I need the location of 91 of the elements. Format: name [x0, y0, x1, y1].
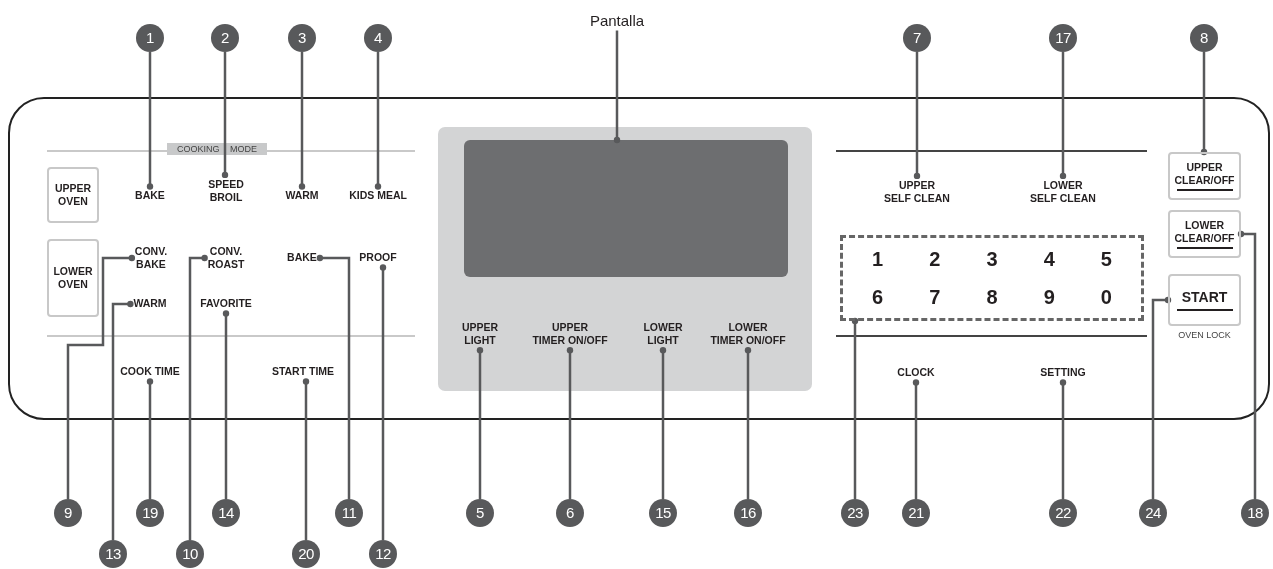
callout-number: 23	[841, 499, 869, 527]
callout-number: 9	[54, 499, 82, 527]
keypad-digit: 8	[986, 285, 998, 309]
display-screen	[464, 140, 788, 277]
key-label: LOWER LIGHT	[640, 317, 686, 351]
display-panel	[438, 127, 812, 391]
leader-line	[912, 379, 920, 499]
leader-line	[851, 317, 859, 499]
leader-line	[613, 30, 621, 144]
key-label: BAKE	[132, 186, 168, 206]
keypad-digit: 0	[1100, 285, 1112, 309]
leader-line	[298, 52, 306, 190]
callout-number: 12	[369, 540, 397, 568]
callout-number: 1	[136, 24, 164, 52]
leader-line	[1151, 296, 1172, 499]
leader-line	[1200, 52, 1208, 156]
callout-number: 22	[1049, 499, 1077, 527]
key-button: START	[1168, 274, 1241, 326]
key-label: FAVORITE	[197, 294, 255, 314]
key-label: WARM	[282, 186, 322, 206]
section-label: COOKING MODE	[167, 143, 267, 155]
leader-line	[302, 378, 310, 540]
key-label: UPPER SELF CLEAN	[881, 175, 953, 209]
key-label: LOWER TIMER ON/OFF	[707, 317, 789, 351]
key-label: SETTING	[1037, 363, 1089, 383]
key-label: PROOF	[356, 248, 400, 268]
callout-number: 24	[1139, 499, 1167, 527]
keypad-digit: 2	[929, 247, 941, 271]
keypad-digit: 9	[1043, 285, 1055, 309]
leader-line	[146, 52, 154, 190]
leader-line	[379, 264, 387, 540]
leader-line	[316, 254, 351, 499]
callout-number: 8	[1190, 24, 1218, 52]
callout-number: 17	[1049, 24, 1077, 52]
callout-number: 21	[902, 499, 930, 527]
keypad-digit: 5	[1100, 247, 1112, 271]
callout-number: 4	[364, 24, 392, 52]
leader-line	[659, 346, 667, 499]
callout-number: 5	[466, 499, 494, 527]
keypad-digit: 1	[872, 247, 884, 271]
callout-number: 7	[903, 24, 931, 52]
key-label: KIDS MEAL	[346, 186, 410, 206]
leader-line	[111, 300, 134, 540]
leader-line	[66, 254, 136, 499]
leader-line	[1059, 379, 1067, 499]
control-panel	[8, 97, 1270, 420]
key-button: LOWER CLEAR/OFF	[1168, 210, 1241, 258]
leader-line	[222, 310, 230, 499]
key-label: CLOCK	[894, 363, 938, 383]
number-keypad	[840, 235, 1144, 321]
keypad-digit: 6	[872, 285, 884, 309]
callout-number: 2	[211, 24, 239, 52]
key-button: UPPER CLEAR/OFF	[1168, 152, 1241, 200]
callout-number: 11	[335, 499, 363, 527]
leader-line	[188, 254, 208, 540]
leader-line	[566, 346, 574, 499]
leader-line	[374, 52, 382, 190]
key-button: UPPER OVEN	[47, 167, 99, 223]
leader-line	[1237, 230, 1257, 499]
key-label: CONV. ROAST	[204, 241, 248, 275]
callout-number: 16	[734, 499, 762, 527]
callout-number: 10	[176, 540, 204, 568]
key-label: WARM	[130, 294, 170, 314]
key-label: START TIME	[268, 362, 338, 382]
callout-number: 3	[288, 24, 316, 52]
key-label: CONV. BAKE	[131, 241, 171, 275]
key-label: LOWER SELF CLEAN	[1027, 175, 1099, 209]
leader-line	[146, 378, 154, 499]
key-label: UPPER LIGHT	[458, 317, 502, 351]
key-label: COOK TIME	[117, 362, 183, 382]
callout-number: 19	[136, 499, 164, 527]
leader-line	[1059, 52, 1067, 180]
key-caption: OVEN LOCK	[1178, 330, 1231, 340]
key-button: LOWER OVEN	[47, 239, 99, 317]
leader-line	[744, 346, 752, 499]
leader-line	[221, 52, 229, 179]
callout-number: 15	[649, 499, 677, 527]
callout-number: 20	[292, 540, 320, 568]
callout-number: 14	[212, 499, 240, 527]
key-label: UPPER TIMER ON/OFF	[529, 317, 611, 351]
keypad-digit: 4	[1043, 247, 1055, 271]
keypad-digit: 3	[986, 247, 998, 271]
leader-line	[913, 52, 921, 180]
leader-line	[476, 346, 484, 499]
keypad-digit: 7	[929, 285, 941, 309]
key-label: BAKE	[284, 248, 320, 268]
callout-number: 18	[1241, 499, 1269, 527]
callout-number: 13	[99, 540, 127, 568]
key-label: SPEED BROIL	[205, 174, 247, 208]
callout-number: 6	[556, 499, 584, 527]
display-label: Pantalla	[587, 9, 647, 31]
